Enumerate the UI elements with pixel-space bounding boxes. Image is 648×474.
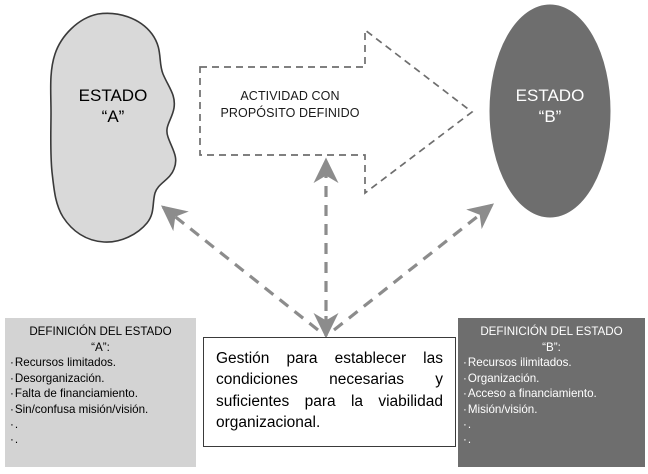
definition-a-title: DEFINICIÓN DEL ESTADO <box>29 325 172 338</box>
definition-a-item: . <box>10 432 191 447</box>
definition-b-subtitle: “B”: <box>542 340 561 354</box>
activity-arrow-caption-line2: PROPÓSITO DEFINIDO <box>220 105 360 120</box>
connector-to-state-a <box>160 205 319 332</box>
definition-a-panel: DEFINICIÓN DEL ESTADO “A”: Recursos limi… <box>5 318 196 467</box>
definition-b-item: . <box>463 432 640 447</box>
definition-a-item: Desorganización. <box>10 371 191 387</box>
state-a-shape <box>49 12 177 243</box>
definition-b-item: Recursos ilimitados. <box>463 355 640 371</box>
definition-a-item: Falta de financiamiento. <box>10 386 191 402</box>
state-b-shape <box>489 4 611 218</box>
connector-to-state-b <box>333 203 495 332</box>
definition-b-item: Organización. <box>463 371 640 387</box>
definition-b-item: . <box>463 417 640 432</box>
definition-b-list: Recursos ilimitados. Organización. Acces… <box>463 355 640 447</box>
definition-a-subtitle: “A”: <box>91 340 110 354</box>
definition-a-list: Recursos limitados. Desorganización. Fal… <box>10 355 191 447</box>
activity-arrow-caption: ACTIVIDAD CON PROPÓSITO DEFINIDO <box>205 88 375 122</box>
definition-a-item: Recursos limitados. <box>10 355 191 371</box>
definition-a-item: . <box>10 417 191 432</box>
definition-b-item: Acceso a financiamiento. <box>463 386 640 402</box>
activity-arrow-shape <box>199 28 474 195</box>
definition-a-item: Sin/confusa misión/visión. <box>10 402 191 418</box>
management-box-text: Gestión para establecer las condiciones … <box>216 350 443 432</box>
activity-arrow-caption-line1: ACTIVIDAD CON <box>240 89 340 103</box>
definition-b-panel: DEFINICIÓN DEL ESTADO “B”: Recursos ilim… <box>458 318 645 467</box>
definition-b-item: Misión/visión. <box>463 402 640 418</box>
management-box: Gestión para establecer las condiciones … <box>203 337 456 447</box>
definition-b-title: DEFINICIÓN DEL ESTADO <box>480 325 623 338</box>
